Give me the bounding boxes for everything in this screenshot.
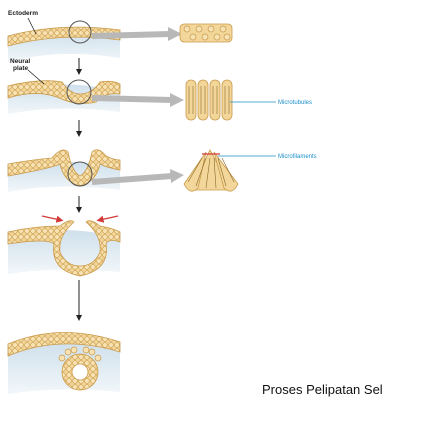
zoom-flat-cells bbox=[180, 24, 232, 42]
microtubules-label: Microtubules bbox=[278, 100, 312, 106]
ectoderm-label: Ectoderm bbox=[8, 10, 38, 17]
neural-plate-label-line1: Neural bbox=[10, 58, 30, 65]
figure-caption: Proses Pelipatan Sel bbox=[262, 382, 383, 397]
zoom-arrow bbox=[92, 98, 172, 100]
pinch-arrow-left bbox=[42, 216, 60, 220]
zoom-columnar-cells bbox=[186, 80, 232, 120]
neural-plate-label-line2: plate bbox=[13, 65, 29, 72]
pinch-arrow-right bbox=[100, 216, 118, 220]
stage-5-neural-tube bbox=[8, 332, 120, 394]
microfilaments-label: Microfilaments bbox=[278, 154, 317, 160]
stage-1-ectoderm: Ectoderm bbox=[5, 7, 232, 62]
stage-3-neural-groove: Microfilaments bbox=[8, 150, 317, 192]
stage-2-neural-plate: Neural plate Microtubules bbox=[8, 58, 312, 120]
stage-4-neural-folds-closing bbox=[8, 216, 120, 276]
zoom-arrow bbox=[92, 34, 170, 36]
